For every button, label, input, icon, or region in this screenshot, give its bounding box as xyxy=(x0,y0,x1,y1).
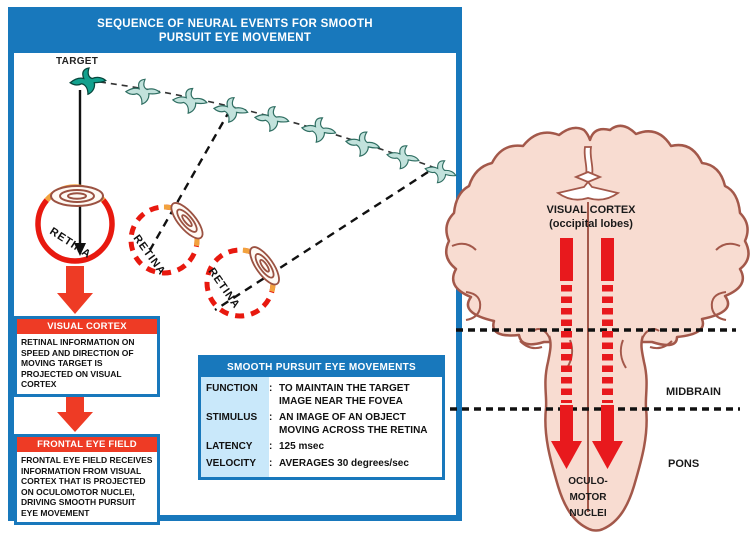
row-value: TO MAINTAIN THE TARGET IMAGE NEAR THE FO… xyxy=(279,383,410,407)
row-value: AVERAGES 30 degrees/sec xyxy=(279,457,409,469)
row-value: AN IMAGE OF AN OBJECT MOVING ACROSS THE … xyxy=(279,412,428,436)
table-row: LATENCY : 125 msec xyxy=(201,439,442,456)
fissure-detail xyxy=(555,146,621,201)
row-label: VELOCITY xyxy=(206,457,257,469)
table-row: VELOCITY : AVERAGES 30 degrees/sec xyxy=(201,456,442,473)
row-colon: : xyxy=(269,383,273,394)
visual-cortex-box-body: RETINAL INFORMATION ON SPEED AND DIRECTI… xyxy=(21,337,135,389)
frontal-eye-field-box-header: FRONTAL EYE FIELD xyxy=(17,437,157,452)
midbrain-label: MIDBRAIN xyxy=(666,386,721,398)
oculomotor-nuclei-label-line3: NUCLEI xyxy=(569,508,607,519)
panel-title-line1: SEQUENCE OF NEURAL EVENTS FOR SMOOTH xyxy=(97,18,373,30)
row-colon: : xyxy=(269,441,273,452)
row-value: 125 msec xyxy=(279,441,325,452)
pons-label: PONS xyxy=(668,458,700,470)
row-label: FUNCTION xyxy=(206,383,258,394)
panel-title: SEQUENCE OF NEURAL EVENTS FOR SMOOTH PUR… xyxy=(14,13,456,53)
visual-cortex-brain-label: VISUAL CORTEX (occipital lobes) xyxy=(500,204,682,231)
cerebrum-outline xyxy=(444,124,750,347)
table-row: FUNCTION : TO MAINTAIN THE TARGET IMAGE … xyxy=(201,381,442,410)
oculomotor-nuclei-label-line1: OCULO- xyxy=(568,476,608,487)
frontal-eye-field-box-body: FRONTAL EYE FIELD RECEIVES INFORMATION F… xyxy=(21,455,153,518)
row-label: LATENCY xyxy=(206,441,253,452)
smooth-pursuit-table: SMOOTH PURSUIT EYE MOVEMENTS FUNCTION : … xyxy=(198,355,445,480)
oculomotor-nuclei-label-line2: MOTOR xyxy=(569,492,607,503)
visual-cortex-brain-label-line2: (occipital lobes) xyxy=(549,217,633,230)
panel-title-line2: PURSUIT EYE MOVEMENT xyxy=(158,32,312,44)
oculomotor-nuclei-label: OCULO- MOTOR NUCLEI xyxy=(548,474,628,522)
gyri-details xyxy=(451,242,741,369)
brain-illustration xyxy=(444,124,750,532)
frontal-eye-field-box: FRONTAL EYE FIELD FRONTAL EYE FIELD RECE… xyxy=(14,434,160,525)
visual-cortex-brain-label-line1: VISUAL CORTEX xyxy=(546,204,636,216)
visual-cortex-box: VISUAL CORTEX RETINAL INFORMATION ON SPE… xyxy=(14,316,160,397)
descending-tract-arrows xyxy=(551,238,623,469)
target-label: TARGET xyxy=(56,56,99,67)
table-row: STIMULUS : AN IMAGE OF AN OBJECT MOVING … xyxy=(201,410,442,439)
table-label-column-bg xyxy=(201,377,269,477)
row-colon: : xyxy=(269,412,273,423)
row-label: STIMULUS xyxy=(206,412,258,423)
smooth-pursuit-table-title: SMOOTH PURSUIT EYE MOVEMENTS xyxy=(201,358,442,377)
row-colon: : xyxy=(269,457,273,469)
visual-cortex-box-header: VISUAL CORTEX xyxy=(17,319,157,334)
